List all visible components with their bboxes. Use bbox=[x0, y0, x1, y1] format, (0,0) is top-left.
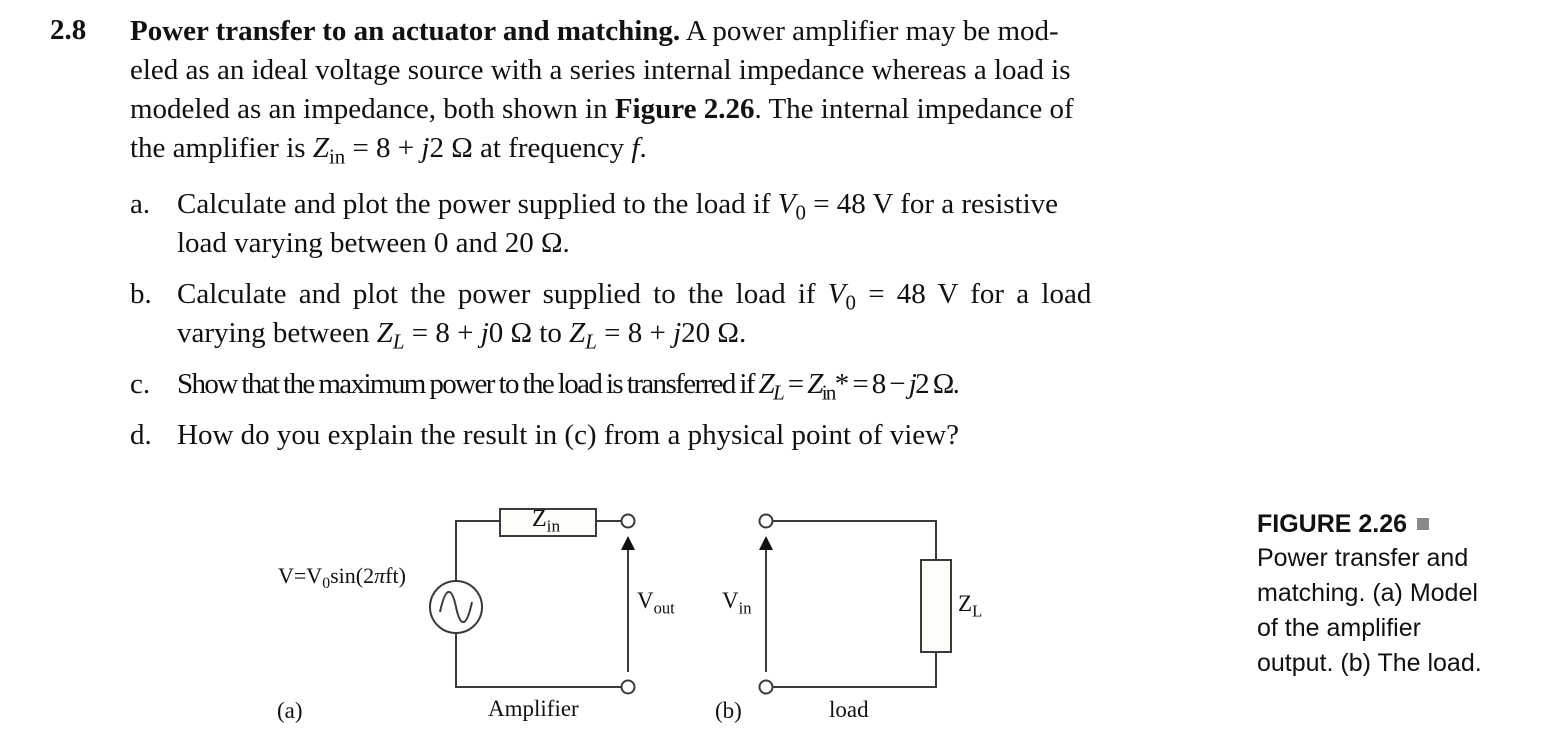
figure-caption-line-2: matching. (a) Model bbox=[1257, 579, 1478, 607]
panel-b-label: (b) bbox=[715, 698, 742, 723]
vout-arrow-head-icon bbox=[621, 536, 635, 550]
zl-load-box bbox=[920, 559, 952, 653]
problem-number: 2.8 bbox=[50, 14, 87, 46]
wire-b-top bbox=[773, 520, 937, 560]
problem-intro-line-2: eled as an ideal voltage source with a s… bbox=[130, 54, 1071, 86]
wire-a-left-bottom bbox=[455, 633, 621, 688]
part-d-text: How do you explain the result in (c) fro… bbox=[177, 419, 959, 451]
source-voltage-label: V=V0sin(2πft) bbox=[278, 563, 406, 593]
part-a-line-1: Calculate and plot the power supplied to… bbox=[177, 188, 1059, 225]
vin-label: Vin bbox=[722, 588, 752, 618]
zin-label: Zin bbox=[532, 506, 561, 536]
sine-wave-icon bbox=[439, 590, 473, 624]
wire-a-left-top bbox=[455, 520, 500, 581]
problem-title: Power transfer to an actuator and matchi… bbox=[130, 15, 681, 47]
terminal-b-top bbox=[758, 513, 774, 529]
zin-impedance-box bbox=[499, 508, 597, 537]
problem-intro-line-4: the amplifier is Zin = 8 + j2 Ω at frequ… bbox=[130, 132, 647, 169]
part-d-label: d. bbox=[130, 419, 152, 451]
panel-a-label: (a) bbox=[277, 698, 303, 723]
zl-label: ZL bbox=[958, 591, 983, 621]
part-c-text: Show that the maximum power to the load … bbox=[177, 368, 960, 405]
circuit-b-load bbox=[758, 513, 952, 695]
terminal-a-top bbox=[620, 513, 636, 529]
vout-label: Vout bbox=[637, 588, 675, 618]
figure-caption-title: FIGURE 2.26 bbox=[1257, 507, 1430, 542]
square-bullet-icon bbox=[1417, 518, 1430, 530]
figure-caption-line-4: output. (b) The load. bbox=[1257, 649, 1482, 677]
part-a-line-2: load varying between 0 and 20 Ω. bbox=[177, 227, 570, 259]
figure-caption-line-1: Power transfer and bbox=[1257, 544, 1469, 572]
terminal-a-bottom bbox=[620, 679, 636, 695]
problem-intro-line-3: modeled as an impedance, both shown in F… bbox=[130, 93, 1074, 125]
circuit-a-amplifier bbox=[429, 508, 636, 695]
amplifier-caption: Amplifier bbox=[488, 696, 579, 721]
load-caption: load bbox=[829, 697, 869, 722]
part-b-line-2: varying between ZL = 8 + j0 Ω to ZL = 8 … bbox=[177, 317, 747, 354]
part-b-line-1: Calculate and plot the power supplied to… bbox=[177, 278, 1092, 315]
figure-caption-line-3: of the amplifier bbox=[1257, 614, 1421, 642]
terminal-b-bottom bbox=[758, 679, 774, 695]
part-b-label: b. bbox=[130, 278, 152, 310]
problem-intro-line-1: Power transfer to an actuator and matchi… bbox=[130, 15, 1059, 47]
wire-b-bottom bbox=[773, 652, 937, 688]
vin-arrow-head-icon bbox=[759, 536, 773, 550]
part-c-label: c. bbox=[130, 368, 151, 400]
part-a-label: a. bbox=[130, 188, 151, 220]
figure-reference: Figure 2.26 bbox=[614, 93, 755, 125]
